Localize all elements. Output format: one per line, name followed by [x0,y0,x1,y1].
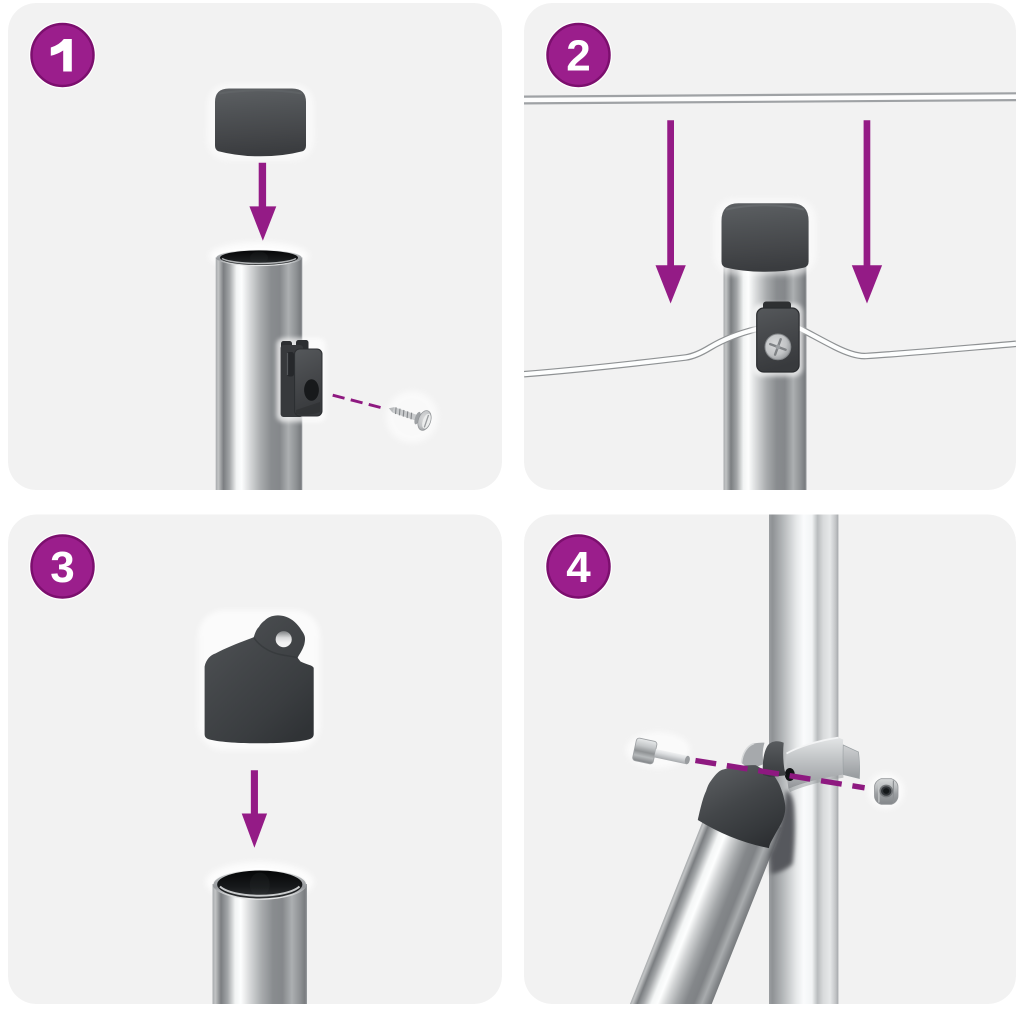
svg-text:3: 3 [50,543,74,592]
svg-text:2: 2 [566,32,590,81]
svg-text:4: 4 [566,543,591,592]
